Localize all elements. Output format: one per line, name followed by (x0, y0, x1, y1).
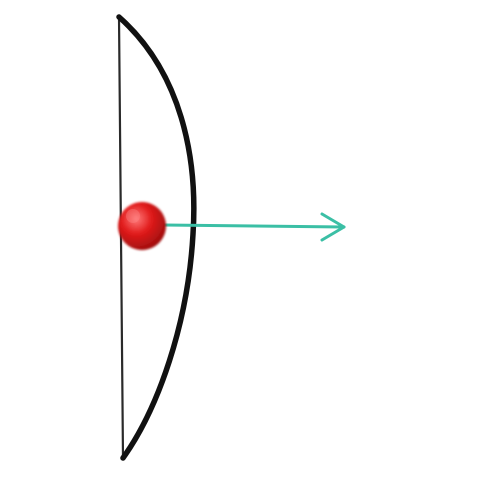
ball-highlight-icon (126, 209, 140, 223)
bow-limb (116, 14, 197, 461)
ball-icon (118, 202, 166, 250)
arrow-right-icon (320, 212, 346, 242)
direction-arrow-shaft (162, 223, 346, 229)
